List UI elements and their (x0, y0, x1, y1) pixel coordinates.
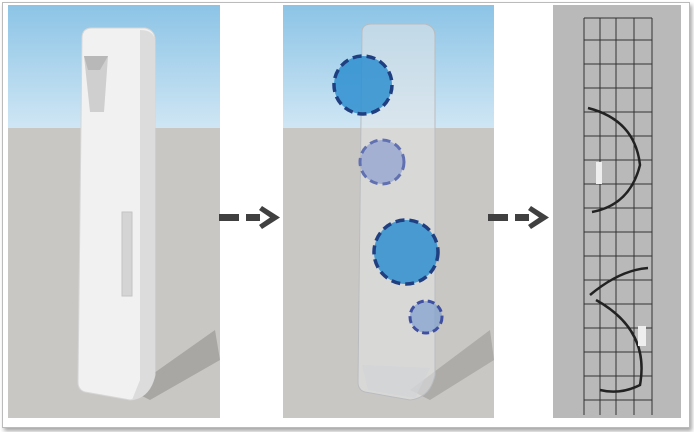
panel-solid-tower (8, 5, 220, 418)
arrow-right-icon (488, 206, 549, 229)
solid-tower (77, 27, 156, 401)
arrow-right-icon (219, 206, 280, 229)
spiral-stair (587, 106, 649, 393)
highlight-circle-large (372, 218, 440, 286)
wire-mesh (583, 17, 653, 415)
panel-mesh-tower-photo (553, 5, 681, 418)
highlight-circle-small (408, 299, 444, 335)
panel-transparent-tower (283, 5, 494, 418)
highlight-circle-mid (358, 138, 406, 186)
highlight-circle-top (332, 54, 394, 116)
